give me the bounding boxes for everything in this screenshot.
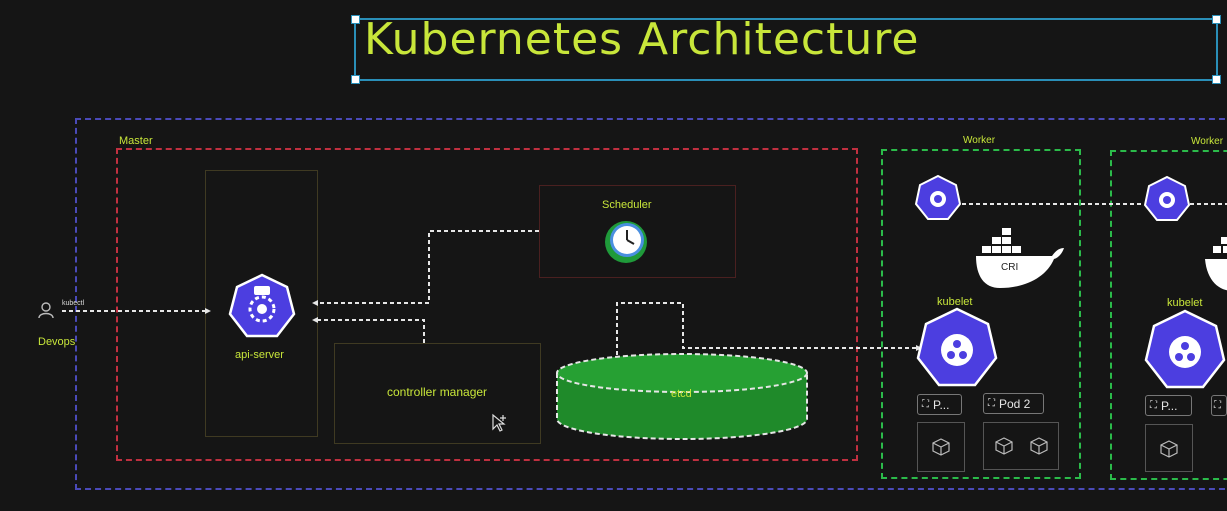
kube-proxy-icon[interactable] [914, 174, 962, 221]
scheduler-label: Scheduler [602, 199, 652, 211]
etcd-label: etcd [671, 388, 692, 400]
container-cube-icon [995, 437, 1013, 455]
cri-label: CRI [1001, 262, 1019, 273]
api-server-icon[interactable] [228, 273, 296, 340]
docker-whale-icon [976, 228, 1064, 288]
kubelet-icon-2[interactable] [1144, 309, 1226, 390]
pod-1[interactable]: ⛶ P... [917, 394, 962, 415]
resize-handle[interactable] [1212, 15, 1221, 24]
kubelet-label-2: kubelet [1167, 297, 1203, 309]
master-node [116, 148, 858, 461]
worker-node-1 [881, 149, 1081, 479]
pod-2[interactable]: ⛶ Pod 2 [983, 393, 1044, 414]
kubelet-label-1: kubelet [937, 296, 973, 308]
kube-proxy-icon[interactable] [1143, 175, 1191, 222]
user-tag: kubectl [62, 300, 85, 307]
controller-manager-box [334, 343, 541, 444]
resize-handle[interactable] [351, 75, 360, 84]
pod-label: P... [1161, 398, 1178, 413]
pod-label: P... [933, 397, 950, 412]
controller-manager-label: controller manager [387, 385, 488, 399]
scheduler-box [539, 185, 736, 278]
cursor-icon [492, 413, 506, 432]
container-cube-icon [1030, 437, 1048, 455]
pod-3[interactable]: ⛶ P... [1145, 395, 1192, 416]
kubelet-icon-1[interactable] [916, 307, 998, 388]
master-label: Master [119, 135, 153, 147]
pod-icon: ⛶ [988, 398, 995, 409]
container-slot [983, 422, 1059, 470]
docker-whale-icon [1205, 237, 1227, 291]
cluster-boundary [75, 118, 1227, 490]
resize-handle[interactable] [1212, 75, 1221, 84]
worker-node-2 [1110, 150, 1227, 480]
pod-icon: ⛶ [922, 399, 929, 410]
container-slot [917, 422, 965, 472]
pod-icon: ⛶ [1214, 400, 1221, 411]
user-label: Devops [38, 336, 76, 348]
clock-icon [605, 221, 647, 263]
container-slot [1145, 424, 1193, 472]
worker-label-2: Worker [1191, 136, 1224, 147]
container-cube-icon [1160, 440, 1178, 458]
pod-4[interactable]: ⛶ [1211, 395, 1227, 416]
worker-label-1: Worker [963, 135, 996, 146]
pod-label: Pod 2 [999, 396, 1031, 411]
etcd-database-icon[interactable] [556, 353, 808, 441]
diagram-title[interactable]: Kubernetes Architecture [364, 14, 920, 65]
title-frame[interactable] [351, 15, 1221, 84]
api-server-label: api-server [235, 349, 284, 361]
pod-icon: ⛶ [1150, 400, 1157, 411]
user-icon [38, 302, 54, 319]
container-cube-icon [932, 438, 950, 456]
resize-handle[interactable] [351, 15, 360, 24]
